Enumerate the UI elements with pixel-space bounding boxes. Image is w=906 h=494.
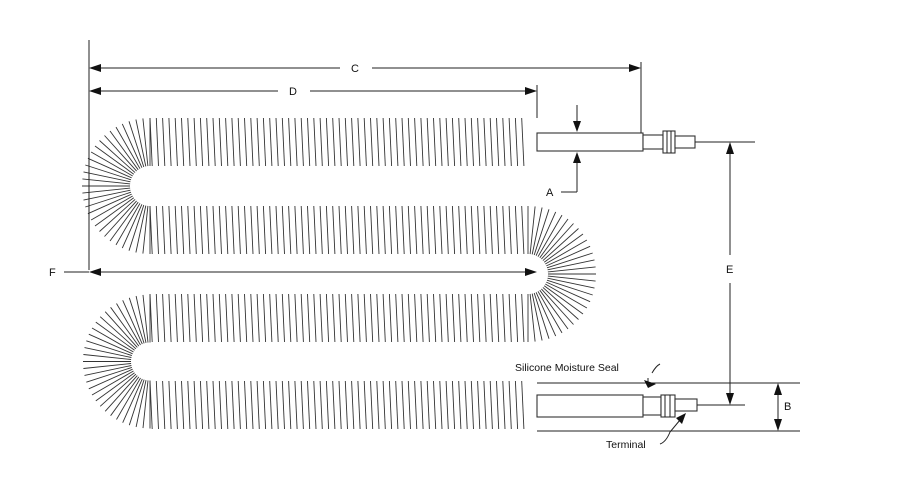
dimension-e: E xyxy=(726,142,734,405)
dimension-c: C xyxy=(88,40,642,270)
terminal-callout: Terminal xyxy=(606,413,686,451)
dimension-a: A xyxy=(546,105,581,199)
top-sheath xyxy=(536,130,755,154)
bottom-sheath xyxy=(536,394,745,418)
label-f: F xyxy=(49,267,56,279)
label-seal: Silicone Moisture Seal xyxy=(515,362,619,374)
dimension-f: F xyxy=(49,267,537,279)
label-e: E xyxy=(726,264,733,276)
label-d: D xyxy=(289,86,297,98)
heater-fins xyxy=(82,117,596,430)
label-b: B xyxy=(784,401,791,413)
label-terminal: Terminal xyxy=(606,439,646,451)
dimension-d: D xyxy=(89,85,538,118)
label-a: A xyxy=(546,187,554,199)
label-c: C xyxy=(351,63,359,75)
seal-callout: Silicone Moisture Seal xyxy=(515,362,661,388)
dimension-b: B xyxy=(537,382,800,432)
